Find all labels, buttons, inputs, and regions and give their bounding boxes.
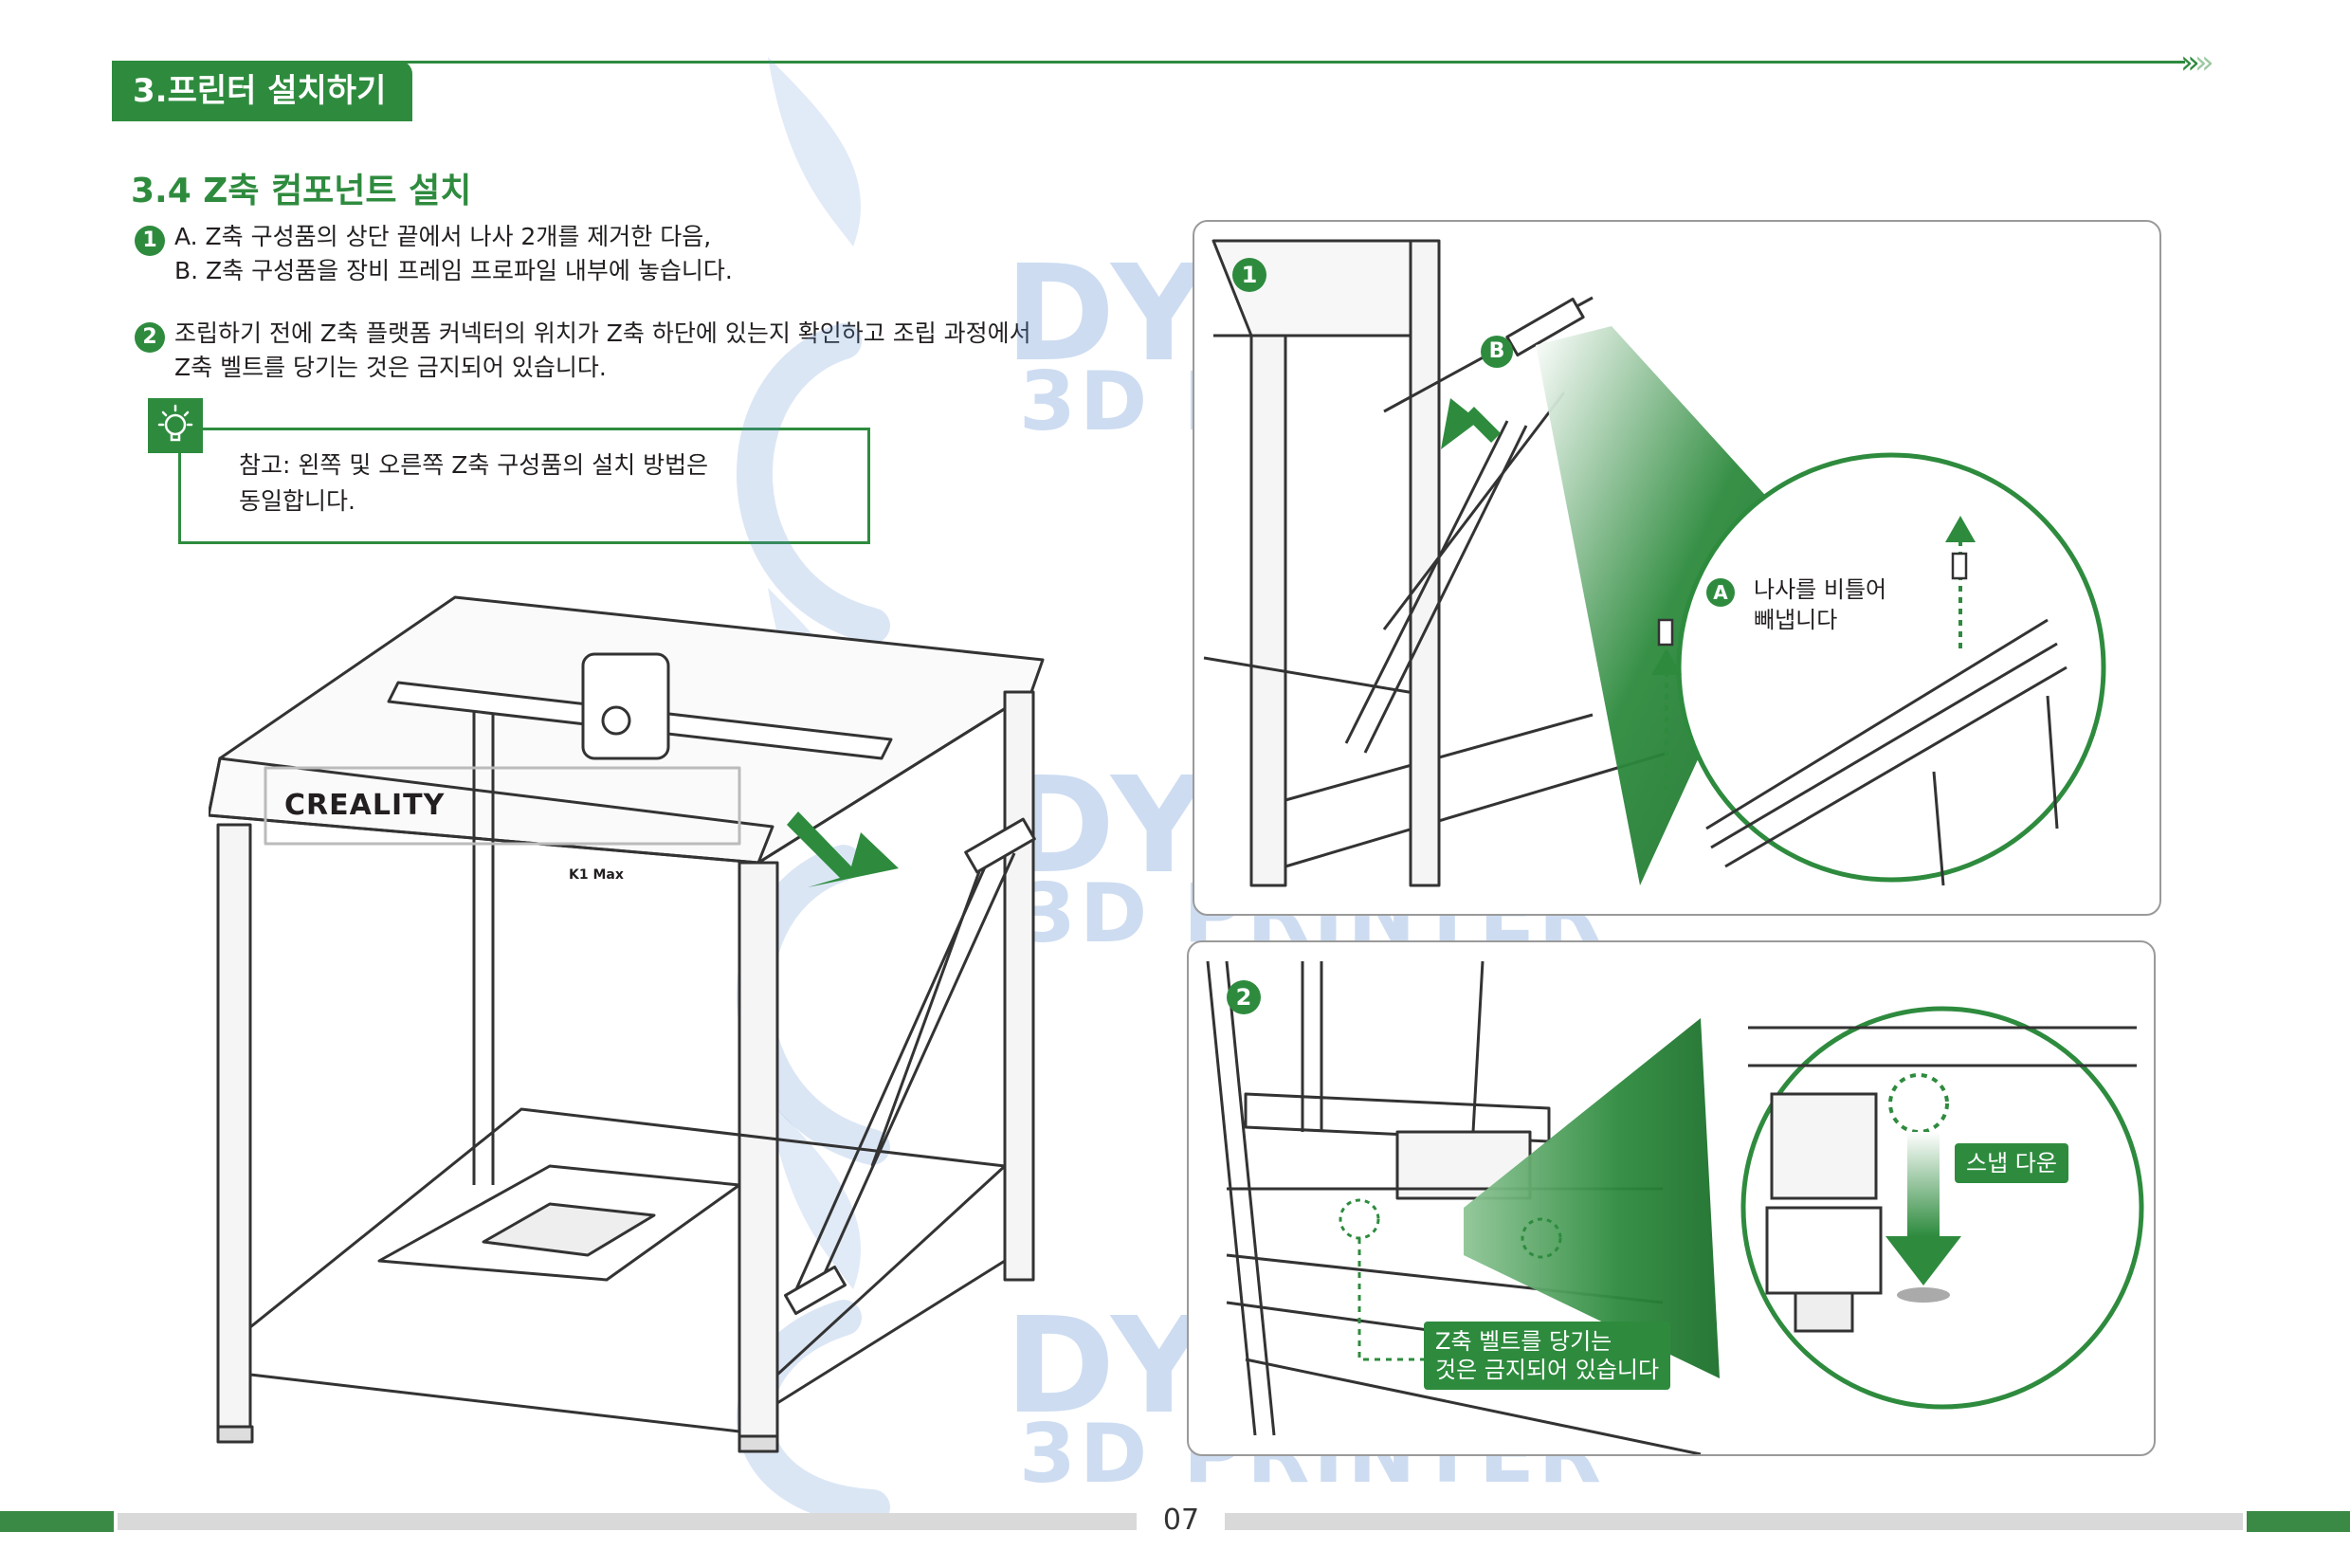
footer-bar-left — [0, 1511, 114, 1532]
belt-warning-label: Z축 벨트를 당기는 것은 금지되어 있습니다 — [1424, 1322, 1671, 1390]
step-2-line-1: 조립하기 전에 Z축 플랫폼 커넥터의 위치가 Z축 하단에 있는지 확인하고 … — [174, 319, 1031, 347]
unscrew-callout-line-1: 나사를 비틀어 — [1754, 576, 1887, 603]
marker-a: A — [1706, 578, 1735, 607]
detail-panel-2: 2 스냅 다운 Z축 벨트를 당기는 것은 금지되어 있습니다 — [1187, 940, 2156, 1456]
unscrew-callout-line-2: 빼냅니다 — [1754, 607, 1838, 633]
footer-bar-right — [2247, 1511, 2350, 1532]
step-2-badge: 2 — [135, 322, 165, 353]
brand-logo: CREALITY — [284, 789, 446, 822]
chevron-right-icon: » — [2180, 44, 2200, 82]
note-box — [178, 428, 870, 544]
lightbulb-icon — [148, 398, 203, 453]
note-text: 참고: 왼쪽 및 오른쪽 Z축 구성품의 설치 방법은 동일합니다. — [239, 447, 708, 520]
panel-1-badge: 1 — [1232, 258, 1266, 292]
model-label: K1 Max — [569, 867, 624, 883]
note-line-1: 참고: 왼쪽 및 오른쪽 Z축 구성품의 설치 방법은 — [239, 451, 709, 479]
footer-bar — [1225, 1513, 2243, 1530]
step-1-text: A. Z축 구성품의 상단 끝에서 나사 2개를 제거한 다음, B. Z축 구… — [174, 220, 733, 288]
header-rule — [379, 61, 2185, 64]
step-2-line-2: Z축 벨트를 당기는 것은 금지되어 있습니다. — [174, 354, 607, 381]
belt-warning-line-2: 것은 금지되어 있습니다 — [1435, 1357, 1660, 1383]
chevron-right-icon: » — [2194, 44, 2214, 82]
step-1-line-a: A. Z축 구성품의 상단 끝에서 나사 2개를 제거한 다음, — [174, 223, 712, 250]
detail-panel-1: 1 B A 나사를 비틀어 빼냅니다 — [1193, 220, 2161, 916]
unscrew-callout: 나사를 비틀어 빼냅니다 — [1754, 574, 1886, 635]
snap-down-label: 스냅 다운 — [1955, 1143, 2068, 1183]
panel-2-badge: 2 — [1227, 980, 1261, 1014]
belt-warning-line-1: Z축 벨트를 당기는 — [1435, 1328, 1612, 1355]
page-number: 07 — [1162, 1504, 1200, 1537]
marker-b: B — [1481, 336, 1513, 368]
step-2-text: 조립하기 전에 Z축 플랫폼 커넥터의 위치가 Z축 하단에 있는지 확인하고 … — [174, 317, 1031, 385]
note-line-2: 동일합니다. — [239, 487, 355, 515]
section-tab: 3.프린터 설치하기 — [112, 61, 413, 121]
section-title: 3.4 Z축 컴포넌트 설치 — [131, 172, 472, 210]
step-1-badge: 1 — [135, 226, 165, 256]
footer-bar — [118, 1513, 1137, 1530]
printer-illustration: CREALITY K1 Max — [209, 578, 1100, 1460]
step-1-line-b: B. Z축 구성품을 장비 프레임 프로파일 내부에 놓습니다. — [174, 257, 733, 284]
header-arrows: »» — [2180, 44, 2214, 82]
